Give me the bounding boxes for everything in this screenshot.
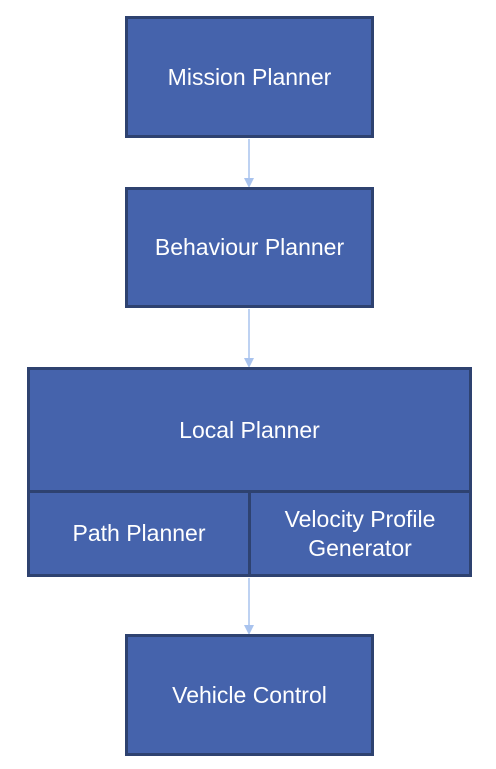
behaviour-planner-label: Behaviour Planner	[154, 234, 345, 261]
local-planner-label: Local Planner	[179, 416, 320, 443]
vehicle-control-node: Vehicle Control	[125, 634, 374, 756]
velocity-profile-generator-node: Velocity Profile Generator	[248, 490, 472, 577]
vehicle-control-label: Vehicle Control	[172, 681, 327, 708]
local-planner-node: Local Planner	[27, 367, 472, 493]
path-planner-node: Path Planner	[27, 490, 251, 577]
mission-planner-node: Mission Planner	[125, 16, 374, 138]
path-planner-label: Path Planner	[72, 520, 206, 547]
velocity-profile-generator-label: Velocity Profile Generator	[284, 505, 436, 561]
behaviour-planner-node: Behaviour Planner	[125, 187, 374, 308]
mission-planner-label: Mission Planner	[167, 63, 332, 90]
